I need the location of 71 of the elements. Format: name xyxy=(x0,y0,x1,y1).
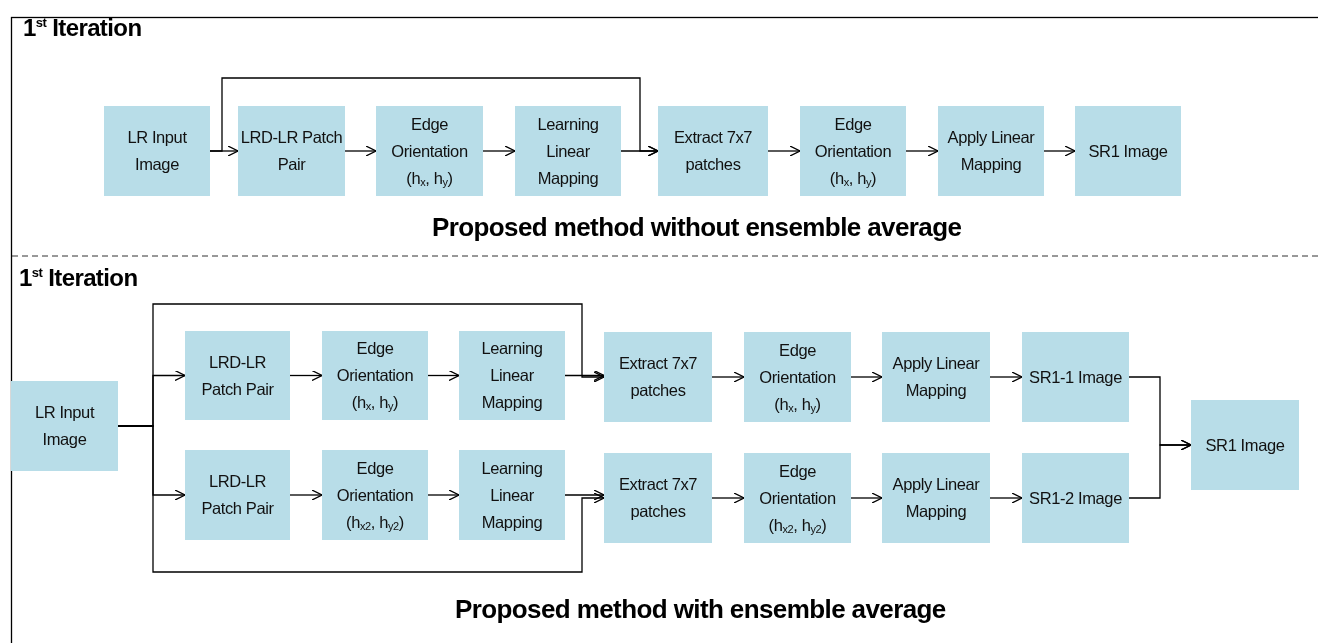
arrow xyxy=(989,371,1023,383)
process-box xyxy=(459,331,565,420)
process-box xyxy=(938,106,1044,196)
box-label: LR Input Image xyxy=(126,127,188,175)
arrow xyxy=(289,369,323,382)
box-label: Apply Linear Mapping xyxy=(946,127,1036,175)
box-label: Edge Orientation (h$_{x2}$, h$_{y2}$) xyxy=(758,460,837,537)
box-label: Extract 7x7 patches xyxy=(672,127,754,175)
process-box xyxy=(322,450,428,540)
section-caption: Proposed method without ensemble average xyxy=(432,212,962,243)
box-label: SR1 Image xyxy=(1088,140,1168,162)
process-box xyxy=(1022,453,1129,543)
box-label: Learning Linear Mapping xyxy=(480,457,544,533)
box-label: Learning Linear Mapping xyxy=(480,338,544,413)
arrow xyxy=(989,492,1023,504)
box-label: Apply Linear Mapping xyxy=(891,353,981,401)
arrow xyxy=(850,371,883,383)
process-box xyxy=(604,332,712,422)
box-label: Extract 7x7 patches xyxy=(617,474,699,522)
process-box xyxy=(882,453,990,543)
process-box xyxy=(185,331,290,420)
process-box xyxy=(322,331,428,420)
arrow xyxy=(344,145,377,157)
process-box xyxy=(515,106,621,196)
box-label: LRD-LR Patch Pair xyxy=(200,351,275,400)
process-box xyxy=(1022,332,1129,422)
process-box xyxy=(744,453,851,543)
process-box xyxy=(459,450,565,540)
box-label: Apply Linear Mapping xyxy=(891,474,981,522)
arrow xyxy=(482,145,516,157)
box-label: Edge Orientation (h$_{x}$, h$_{y}$) xyxy=(758,339,837,416)
process-box xyxy=(376,106,483,196)
arrow xyxy=(905,145,939,157)
process-box xyxy=(800,106,906,196)
arrow xyxy=(711,492,745,504)
process-box xyxy=(185,450,290,540)
process-box xyxy=(658,106,768,196)
arrow xyxy=(564,369,605,382)
arrow xyxy=(564,489,605,501)
process-box xyxy=(238,106,345,196)
process-box xyxy=(11,381,118,471)
box-label: SR1-1 Image xyxy=(1029,366,1122,388)
box-label: LR Input Image xyxy=(33,402,96,450)
process-box xyxy=(104,106,210,196)
box-label: SR1 Image xyxy=(1205,434,1285,456)
arrow xyxy=(850,492,883,504)
process-box xyxy=(604,453,712,543)
box-label: Edge Orientation (h$_{x}$, h$_{y}$) xyxy=(335,338,415,414)
arrow xyxy=(767,145,801,157)
box-label: SR1-2 Image xyxy=(1029,487,1122,509)
process-box xyxy=(1075,106,1181,196)
box-label: Extract 7x7 patches xyxy=(617,353,699,401)
section-heading: 1$^{st}$ Iteration xyxy=(19,264,138,292)
arrow xyxy=(1128,439,1192,499)
box-label: Edge Orientation (h$_{x2}$, h$_{y2}$) xyxy=(335,457,415,534)
process-box xyxy=(882,332,990,422)
box-label: Edge Orientation (h$_{x}$, h$_{y}$) xyxy=(813,113,893,190)
arrow xyxy=(427,369,460,382)
section-caption: Proposed method with ensemble average xyxy=(455,594,946,625)
process-box xyxy=(744,332,851,422)
arrow xyxy=(427,489,460,501)
box-label: LRD-LR Patch Pair xyxy=(240,127,343,175)
box-label: Learning Linear Mapping xyxy=(536,113,600,189)
arrow xyxy=(1043,145,1076,157)
arrow xyxy=(711,371,745,383)
process-box xyxy=(1191,400,1299,490)
box-label: Edge Orientation (h$_{x}$, h$_{y}$) xyxy=(390,113,469,190)
arrow xyxy=(289,489,323,501)
section-heading: 1$^{st}$ Iteration xyxy=(23,14,142,42)
arrow xyxy=(209,77,659,157)
box-label: LRD-LR Patch Pair xyxy=(200,471,275,519)
